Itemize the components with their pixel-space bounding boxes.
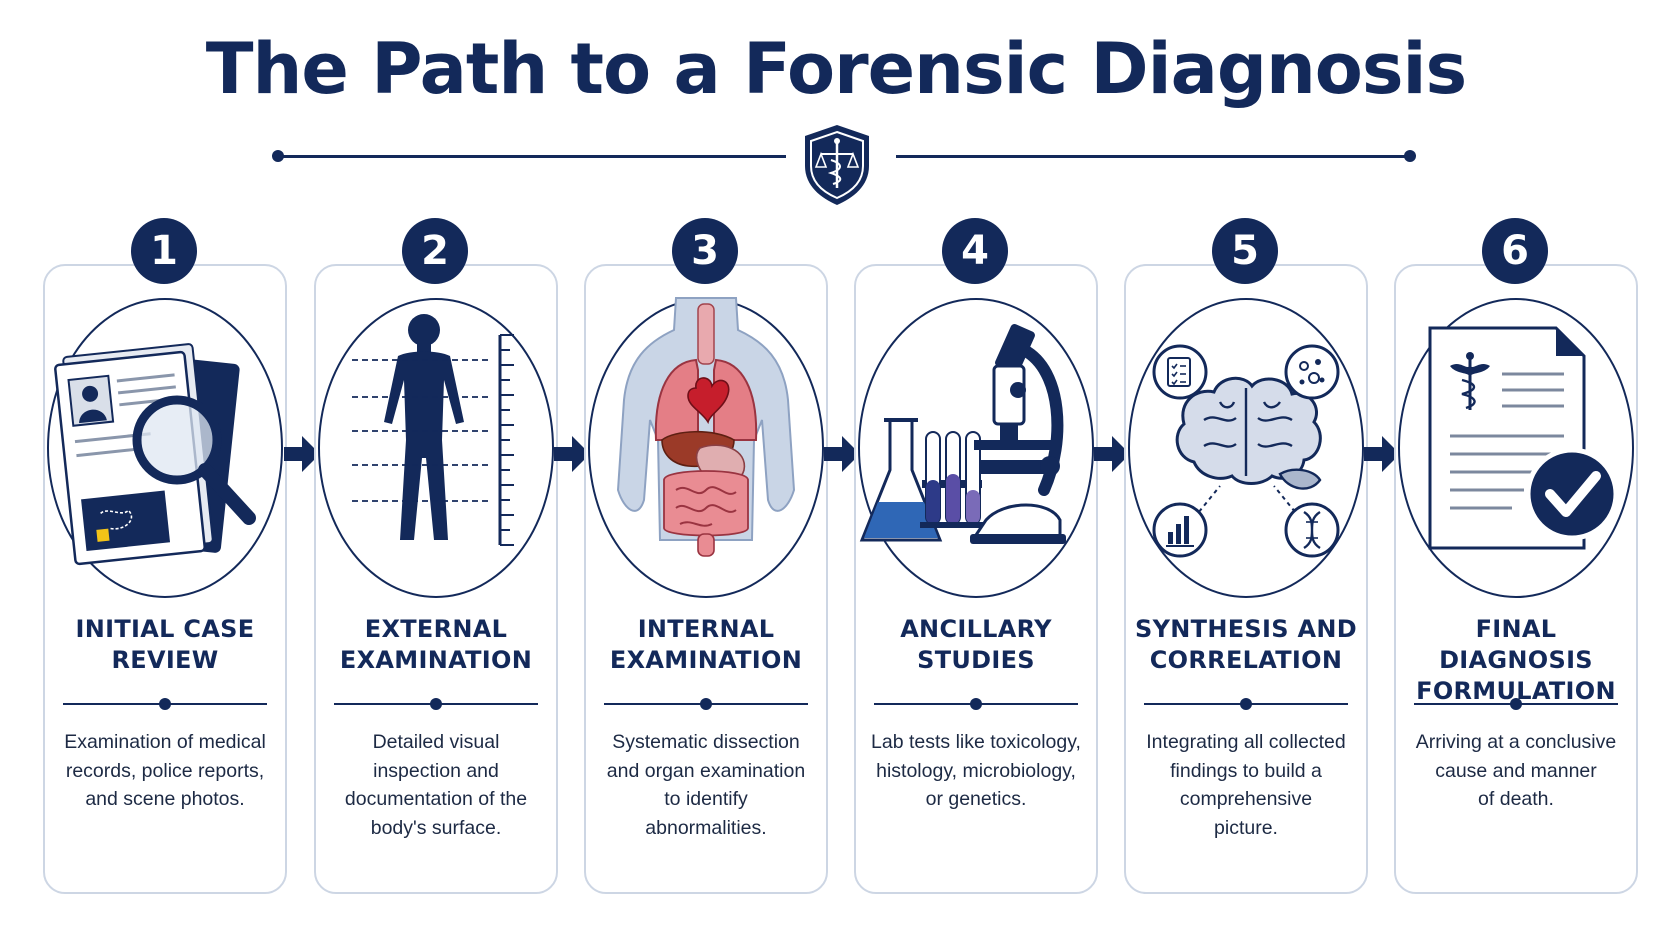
diagnosis-report-check-icon bbox=[1428, 326, 1619, 550]
step-number-badge: 3 bbox=[672, 218, 738, 284]
separator-dot bbox=[1510, 698, 1522, 710]
body-measurement-icon bbox=[352, 314, 514, 546]
step-number-badge: 2 bbox=[402, 218, 468, 284]
arrow-right-icon bbox=[554, 436, 590, 472]
title-rule-right bbox=[896, 155, 1410, 158]
arrow-right-icon bbox=[1094, 436, 1130, 472]
separator-dot bbox=[700, 698, 712, 710]
step-6: 6 FINAL DIAGNOSIS FORMULATION Arriving a… bbox=[1394, 218, 1638, 894]
step-4: 4 ANCILLARY STUDIES Lab tests like toxic… bbox=[854, 218, 1098, 894]
page-title: The Path to a Forensic Diagnosis bbox=[205, 28, 1467, 110]
step-number-badge: 1 bbox=[131, 218, 197, 284]
step-heading: EXTERNAL EXAMINATION bbox=[339, 615, 533, 674]
step-description: Arriving at a conclusive cause and manne… bbox=[1415, 731, 1617, 810]
caduceus-shield-icon bbox=[805, 125, 869, 205]
step-heading: FINAL DIAGNOSIS FORMULATION bbox=[1416, 615, 1616, 705]
separator-dot bbox=[159, 698, 171, 710]
step-number-badge: 4 bbox=[942, 218, 1008, 284]
step-heading: ANCILLARY STUDIES bbox=[900, 615, 1052, 674]
step-description: Lab tests like toxicology, histology, mi… bbox=[871, 731, 1081, 810]
step-heading: SYNTHESIS AND CORRELATION bbox=[1135, 615, 1357, 674]
step-2: 2 EXTERNAL EXAMINATION Detailed v bbox=[314, 218, 558, 894]
arrow-right-icon bbox=[1364, 436, 1400, 472]
separator-dot bbox=[1240, 698, 1252, 710]
arrow-right-icon bbox=[824, 436, 860, 472]
step-heading: INTERNAL EXAMINATION bbox=[609, 615, 803, 674]
step-description: Detailed visual inspection and documenta… bbox=[344, 731, 528, 839]
step-description: Integrating all collected findings to bu… bbox=[1146, 731, 1346, 839]
separator-dot bbox=[430, 698, 442, 710]
internal-organs-icon bbox=[616, 297, 796, 557]
separator-dot bbox=[970, 698, 982, 710]
step-heading: INITIAL CASE REVIEW bbox=[75, 615, 255, 674]
step-number-badge: 5 bbox=[1212, 218, 1278, 284]
arrow-right-icon bbox=[284, 436, 320, 472]
lab-microscope-icon bbox=[859, 323, 1066, 544]
step-description: Examination of medical records, police r… bbox=[64, 731, 266, 810]
case-file-magnifier-icon bbox=[54, 343, 256, 566]
title-rule-left-dot bbox=[272, 150, 284, 162]
step-description: Systematic dissection and organ examinat… bbox=[606, 731, 806, 839]
step-5: 5 SYNTHESIS AND CORREL bbox=[1124, 218, 1368, 894]
step-3: 3 INTERNAL EXAMINATION Systematic dissec… bbox=[584, 218, 828, 894]
title-rule-right-dot bbox=[1404, 150, 1416, 162]
brain-network-icon bbox=[1152, 344, 1340, 558]
step-1: 1 INITIAL CASE REVIEW Examination of med… bbox=[43, 218, 287, 894]
title-rule-left bbox=[276, 155, 786, 158]
step-number-badge: 6 bbox=[1482, 218, 1548, 284]
